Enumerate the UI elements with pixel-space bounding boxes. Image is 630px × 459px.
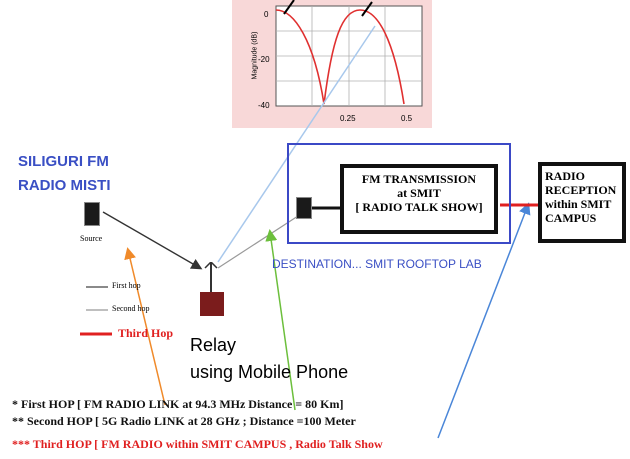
legend-second-hop: Second hop — [112, 304, 150, 313]
destination-label: DESTINATION... SMIT ROOFTOP LAB — [272, 257, 482, 271]
relay-label-line2: using Mobile Phone — [190, 362, 349, 382]
reception-line2: RECEPTION — [545, 183, 617, 197]
fm-transmission-line2: at SMIT — [397, 186, 441, 200]
plot-x-tick-1: 0.25 — [340, 114, 356, 123]
tx-device — [296, 197, 312, 219]
green-pointer — [265, 229, 296, 411]
note-second-hop: ** Second HOP [ 5G Radio LINK at 28 GHz … — [12, 414, 356, 428]
fm-transmission-box: FM TRANSMISSION at SMIT [ RADIO TALK SHO… — [340, 164, 498, 234]
note-first-hop: * First HOP [ FM RADIO LINK at 94.3 MHz … — [12, 397, 344, 411]
filter-response-plot — [232, 0, 432, 128]
first-hop-link — [102, 211, 203, 270]
destination-frame — [287, 143, 511, 244]
fm-transmission-line3: [ RADIO TALK SHOW] — [355, 200, 483, 214]
reception-line1: RADIO — [545, 169, 586, 183]
blue-pointer — [437, 202, 531, 439]
source-caption: Source — [80, 234, 103, 243]
orange-pointer — [124, 247, 166, 406]
note-third-hop: *** Third HOP [ FM RADIO within SMIT CAM… — [12, 437, 383, 451]
plot-y-tick-1: -20 — [258, 55, 270, 64]
relay-box — [200, 292, 224, 316]
reception-line4: CAMPUS — [545, 211, 597, 225]
relay-antenna — [202, 260, 220, 299]
legend-third-hop: Third Hop — [118, 326, 174, 340]
legend-first-hop: First hop — [112, 281, 141, 290]
source-device — [84, 202, 100, 226]
plot-y-tick-0: 0 — [264, 10, 269, 19]
reception-line3: within SMIT — [545, 197, 612, 211]
second-hop-link — [217, 215, 299, 269]
source-station-name-line1: SILIGURI FM — [18, 153, 109, 170]
fm-transmission-line1: FM TRANSMISSION — [361, 172, 477, 186]
plot-x-tick-2: 0.5 — [401, 114, 413, 123]
source-station-title: SILIGURI FM RADIO MISTI — [18, 150, 111, 198]
plot-y-tick-2: -40 — [258, 101, 270, 110]
relay-label-line1: Relay — [190, 335, 237, 355]
radio-reception-box: RADIO RECEPTION within SMIT CAMPUS — [538, 162, 626, 243]
source-station-name-line2: RADIO MISTI — [18, 177, 111, 194]
